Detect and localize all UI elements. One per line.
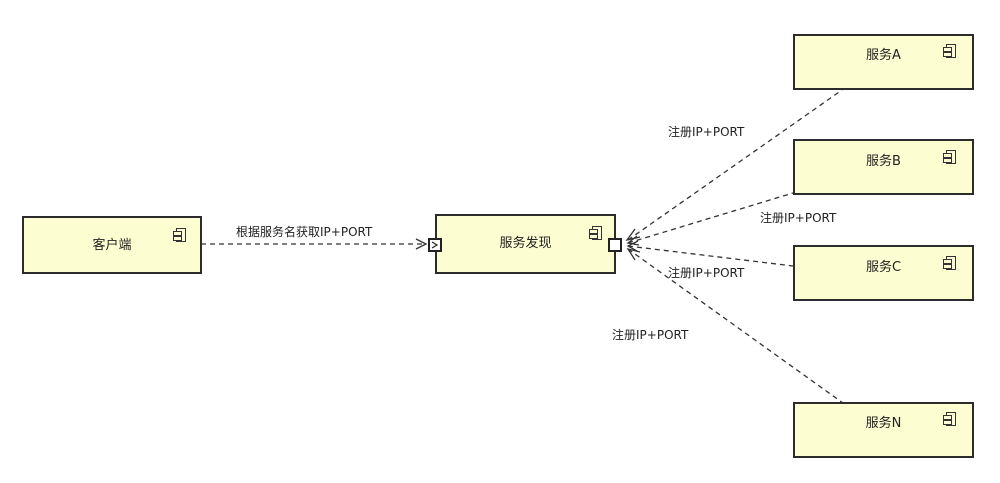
- arrowhead-lookup: [415, 238, 428, 250]
- arrowhead-register-c: [626, 240, 639, 252]
- edge-register-b: [627, 192, 794, 244]
- edge-label-register-c: 注册IP+PORT: [668, 266, 745, 280]
- arrowheads: [415, 228, 641, 261]
- discovery-provided-port[interactable]: [608, 238, 622, 252]
- edge-register-c: [627, 245, 794, 267]
- arrowhead-register-a: [625, 228, 641, 242]
- component-service-discovery[interactable]: 服务发现: [435, 214, 616, 274]
- discovery-required-port[interactable]: [428, 238, 442, 252]
- component-icon: [173, 228, 186, 242]
- component-label: 服务发现: [499, 236, 552, 251]
- component-icon: [943, 44, 956, 58]
- edge-register-n: [627, 248, 844, 404]
- component-label: 服务B: [866, 154, 901, 169]
- edge-label-lookup: 根据服务名获取IP+PORT: [236, 225, 373, 239]
- component-service-a[interactable]: 服务A: [793, 34, 974, 90]
- component-icon: [943, 150, 956, 164]
- port-arrow-icon: [431, 241, 439, 249]
- component-service-n[interactable]: 服务N: [793, 402, 974, 458]
- edge-label-register-b: 注册IP+PORT: [760, 211, 837, 225]
- component-client[interactable]: 客户端: [22, 216, 202, 274]
- component-icon: [943, 256, 956, 270]
- component-service-b[interactable]: 服务B: [793, 139, 974, 195]
- component-icon: [943, 412, 956, 426]
- edge-register-a: [627, 89, 843, 241]
- component-icon: [589, 226, 602, 240]
- component-label: 服务N: [865, 416, 902, 431]
- edge-label-register-n: 注册IP+PORT: [612, 328, 689, 342]
- arrowhead-register-n: [626, 247, 641, 261]
- component-label: 客户端: [92, 238, 132, 253]
- component-label: 服务A: [866, 48, 901, 63]
- arrowhead-register-b: [626, 235, 640, 246]
- component-label: 服务C: [865, 260, 902, 275]
- edge-label-register-a: 注册IP+PORT: [668, 125, 745, 139]
- component-service-c[interactable]: 服务C: [793, 245, 974, 301]
